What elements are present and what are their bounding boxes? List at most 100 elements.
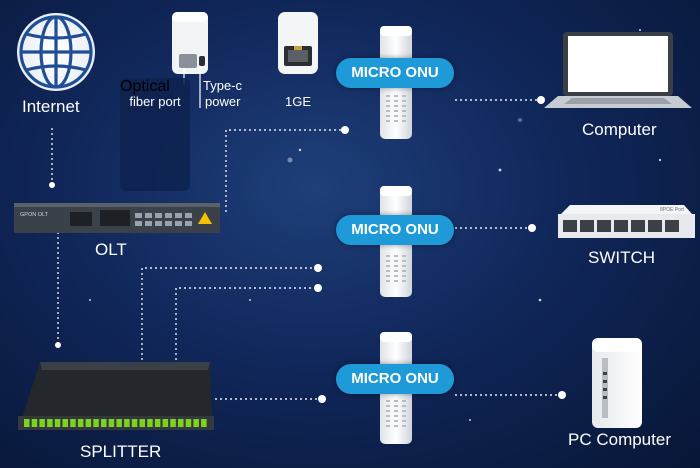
- vent-slot: [402, 255, 406, 257]
- vent-slot: [386, 265, 390, 267]
- vent-slot: [386, 405, 390, 407]
- vent-slot: [394, 115, 398, 117]
- splitter-port: [24, 419, 30, 427]
- micro-onu-label-3: MICRO ONU: [336, 364, 454, 394]
- splitter-ports: [24, 419, 207, 427]
- vent-slot: [394, 275, 398, 277]
- vent-slot: [402, 275, 406, 277]
- vent-slot: [386, 280, 390, 282]
- ge-port-closeup: [278, 12, 318, 74]
- splitter-port: [62, 419, 68, 427]
- vent-slot: [402, 260, 406, 262]
- vent-slot: [402, 265, 406, 267]
- vent-slot: [394, 280, 398, 282]
- vent-slot: [402, 270, 406, 272]
- typec-onu-closeup: [172, 12, 208, 74]
- vent-slot: [402, 425, 406, 427]
- vent-slot: [394, 110, 398, 112]
- switch-front-text: 8POE Port: [660, 207, 685, 213]
- vent-slot: [394, 415, 398, 417]
- vent-slot: [386, 270, 390, 272]
- switch-icon: 8POE Port: [558, 205, 695, 238]
- vent-slot: [394, 260, 398, 262]
- vent-slot: [394, 100, 398, 102]
- splitter-device: [18, 362, 214, 430]
- vent-slot: [386, 255, 390, 257]
- splitter-port: [116, 419, 122, 427]
- vent-slot: [402, 420, 406, 422]
- splitter-port: [124, 419, 130, 427]
- splitter-port: [31, 419, 38, 427]
- vent-slot: [386, 100, 390, 102]
- micro-onu-label-1: MICRO ONU: [336, 58, 454, 88]
- splitter-port: [93, 419, 99, 427]
- vent-slot: [402, 415, 406, 417]
- vent-slot: [402, 120, 406, 122]
- globe-icon: [17, 13, 95, 91]
- vent-slot: [394, 270, 398, 272]
- splitter-port: [70, 419, 76, 427]
- vent-slot: [394, 400, 398, 402]
- typec-label-line1: Type-c: [203, 78, 243, 93]
- olt-label: OLT: [95, 240, 127, 259]
- vent-slot: [402, 405, 406, 407]
- splitter-port: [162, 419, 169, 427]
- splitter-port: [185, 419, 192, 427]
- vent-slot: [402, 110, 406, 112]
- splitter-port: [47, 419, 53, 427]
- vent-slot: [394, 420, 398, 422]
- vent-slot: [386, 105, 390, 107]
- laptop-icon: [544, 32, 692, 108]
- splitter-label: SPLITTER: [80, 442, 162, 461]
- splitter-port: [201, 419, 207, 427]
- vent-slot: [402, 100, 406, 102]
- vent-slot: [386, 260, 390, 262]
- splitter-port: [147, 419, 153, 427]
- splitter-port: [39, 419, 45, 427]
- vent-slot: [386, 410, 390, 412]
- computer-label: Computer: [582, 120, 657, 139]
- typec-label-line2: power: [205, 94, 241, 109]
- vent-slot: [386, 95, 390, 97]
- onu-vents-2: [386, 255, 406, 282]
- splitter-port: [139, 419, 145, 427]
- splitter-port: [77, 419, 84, 427]
- splitter-port: [54, 419, 61, 427]
- splitter-port: [178, 419, 184, 427]
- splitter-port: [154, 419, 161, 427]
- vent-slot: [386, 420, 390, 422]
- vent-slot: [402, 115, 406, 117]
- vent-slot: [394, 255, 398, 257]
- splitter-port: [170, 419, 176, 427]
- pc-computer-label: PC Computer: [568, 430, 671, 449]
- pc-tower-icon: [592, 338, 642, 428]
- vent-slot: [386, 110, 390, 112]
- vent-slot: [402, 400, 406, 402]
- vent-slot: [386, 425, 390, 427]
- splitter-port: [193, 419, 199, 427]
- connector-dots: [49, 96, 566, 403]
- internet-label: Internet: [22, 97, 80, 116]
- splitter-port: [101, 419, 107, 427]
- splitter-port: [108, 419, 115, 427]
- vent-slot: [386, 400, 390, 402]
- onu-vents-1: [386, 95, 406, 122]
- olt-device: GPON OLT: [14, 203, 220, 233]
- switch-label: SWITCH: [588, 248, 656, 267]
- vent-slot: [402, 105, 406, 107]
- fiber-connectors: [51, 99, 562, 400]
- ge-label: 1GE: [285, 94, 312, 109]
- vent-slot: [386, 120, 390, 122]
- vent-slot: [386, 275, 390, 277]
- splitter-port: [131, 419, 138, 427]
- olt-front-text: GPON OLT: [20, 212, 49, 218]
- vent-slot: [386, 115, 390, 117]
- splitter-port: [85, 419, 92, 427]
- vent-slot: [394, 405, 398, 407]
- onu-vents-3: [386, 400, 406, 427]
- optical-label-line1: Optical: [120, 78, 190, 191]
- vent-slot: [386, 415, 390, 417]
- vent-slot: [394, 425, 398, 427]
- vent-slot: [394, 410, 398, 412]
